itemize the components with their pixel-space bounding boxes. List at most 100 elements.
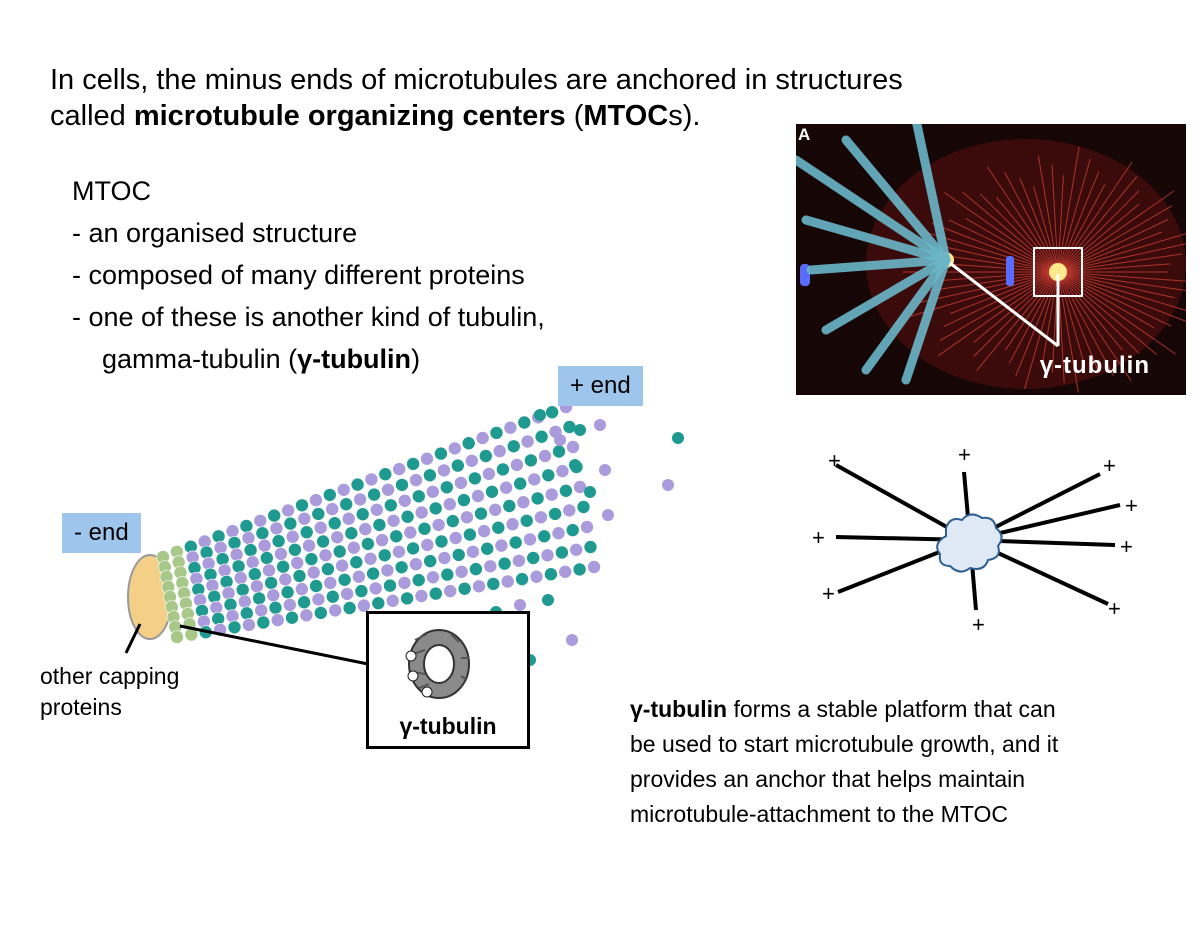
tubulin-subunit [354,584,369,598]
tubulin-subunit [318,548,333,563]
tubulin-subunit [406,457,420,471]
tubulin-subunit [292,569,307,583]
tubulin-subunit [520,434,535,449]
tubulin-subunit [336,482,351,497]
minus-end-label: - end [62,513,141,553]
microtubule-fiber [1057,243,1186,273]
microtubule-model [821,255,951,335]
tubulin-subunit [434,446,448,461]
microtubule-fiber [1057,176,1138,273]
tubulin-subunit [366,566,380,581]
headline: In cells, the minus ends of microtubules… [50,62,1030,134]
tubulin-subunit [344,526,359,541]
tubulin-subunit [397,493,412,508]
microtubule-fiber [1019,178,1059,273]
tubulin-subunit [548,507,562,521]
tubulin-subunit [457,581,472,596]
tubulin-subunit [283,516,298,531]
microtubule-fiber [1015,271,1059,377]
tubulin-subunit [472,579,486,594]
tubulin-subunit [309,493,323,507]
tubulin-subunit [494,538,509,553]
plus-end-label: + end [558,366,643,406]
microtubule-fiber [962,191,1059,273]
tubulin-subunit [256,615,271,630]
tubulin-subunit [569,542,584,557]
tubulin-subunit [486,577,501,591]
microtubule-fiber [949,271,1059,315]
tubulin-subunit [437,551,452,565]
tubulin-subunit [428,586,443,601]
microtubule-fiber [1057,253,1183,273]
capping-pointer-line [124,623,142,654]
tubulin-subunit [544,567,558,582]
tubulin-subunit [170,630,184,644]
microtubule-model [801,215,951,265]
tubulin-subunit [471,489,485,503]
microtubule-fiber [1057,271,1132,381]
microtubule-fiber [931,222,1059,273]
tubulin-subunit [392,462,407,476]
tubulin-subunit [516,495,531,510]
tubulin-subunit [323,576,338,590]
tubulin-subunit [515,572,529,586]
microtubule-fiber [1004,271,1059,351]
tubulin-subunit [335,558,349,573]
mtoc-text: ) [411,344,421,374]
tubulin-subunit [440,567,455,582]
photo-gamma-tubulin-label: γ-tubulin [1039,352,1150,379]
tubulin-subunit [457,493,471,507]
microtubule-fiber [938,271,1059,357]
microtubule-fiber [1057,171,1100,273]
tubulin-subunit [297,511,312,526]
tubulin-subunit [369,502,384,517]
tubulin-subunit [420,451,434,466]
tubulin-subunit [299,608,314,623]
tubulin-subunit [316,534,330,549]
tubulin-subunit [587,560,601,574]
tubulin-subunit [325,502,340,516]
microtubule-fiber [1057,271,1079,393]
tubulin-subunit [328,603,343,618]
microtubule-model [806,255,951,275]
tubulin-subunit [337,572,352,587]
microtubule-fiber [979,193,1059,273]
free-tubulin-dimer [662,479,674,491]
tubulin-subunit [227,620,242,635]
tubulin-subunit [468,471,482,486]
tubulin-subunit [321,562,335,576]
microtubule-fiber [995,196,1059,273]
microtubule-fiber [929,271,1059,292]
microtubule-fiber [1057,271,1186,292]
tubulin-subunit [346,540,361,555]
tubulin-subunit [414,589,429,603]
tubulin-subunit [527,472,542,487]
microtubule-model [861,255,951,375]
tubulin-subunit [445,514,460,528]
tubulin-subunit [355,507,370,522]
tubulin-subunit [377,548,392,563]
tubulin-subunit [423,554,438,568]
tubulin-subunit [439,480,454,495]
tubulin-subunit [322,488,337,502]
tubulin-subunit [478,449,493,463]
gamma-tubulin-box: γ-tubulin [366,611,530,749]
fluorescence-micrograph: A γ-tubulin [796,124,1186,395]
tubulin-subunit [389,529,404,544]
tubulin-subunit [545,405,559,420]
microtubule-fiber [940,271,1059,281]
tubulin-subunit [573,480,587,494]
tubulin-subunit [454,476,468,490]
tubulin-subunit [281,503,295,518]
capping-label-line: other capping [40,663,180,689]
tubulin-subunit [431,518,446,532]
tubulin-subunit [463,527,477,542]
tubulin-subunit [482,467,496,481]
tubulin-subunit [538,449,552,463]
tubulin-subunit [448,531,463,545]
tubulin-subunit [460,510,474,525]
free-tubulin-dimer [672,432,684,444]
tubulin-subunit [364,472,379,487]
